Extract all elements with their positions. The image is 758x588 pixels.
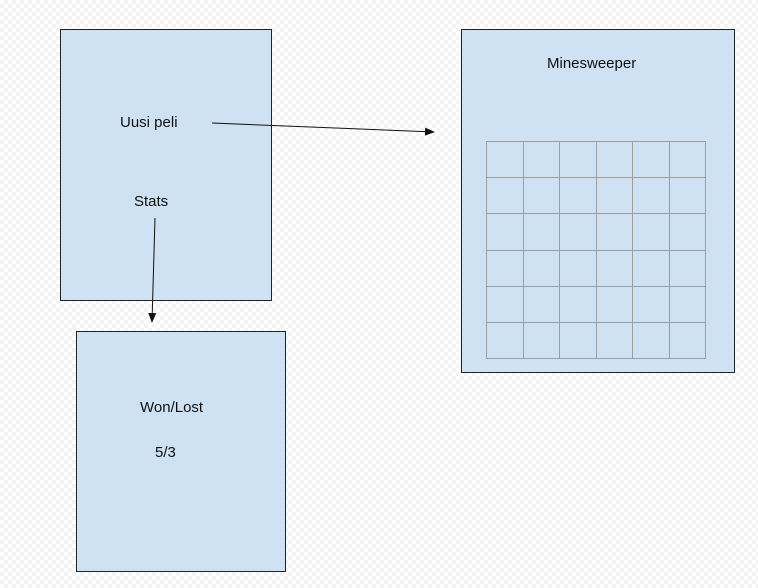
grid-cell[interactable] bbox=[596, 178, 633, 215]
won-lost-value: 5/3 bbox=[155, 444, 176, 461]
grid-cell[interactable] bbox=[487, 286, 524, 323]
stats-screen bbox=[76, 331, 286, 572]
grid-cell[interactable] bbox=[633, 214, 670, 251]
grid-cell[interactable] bbox=[560, 142, 597, 179]
new-game-label[interactable]: Uusi peli bbox=[120, 114, 178, 131]
won-lost-label: Won/Lost bbox=[140, 399, 204, 416]
grid-cell[interactable] bbox=[523, 178, 560, 215]
grid-cell[interactable] bbox=[633, 178, 670, 215]
grid-cell[interactable] bbox=[633, 286, 670, 323]
grid-cell[interactable] bbox=[487, 178, 524, 215]
grid-cell[interactable] bbox=[487, 142, 524, 179]
grid-cell[interactable] bbox=[669, 250, 706, 287]
grid-cell[interactable] bbox=[523, 250, 560, 287]
grid-cell[interactable] bbox=[487, 214, 524, 251]
grid-cell[interactable] bbox=[523, 214, 560, 251]
minesweeper-screen bbox=[461, 29, 735, 373]
main-menu-screen bbox=[60, 29, 272, 301]
grid-cell[interactable] bbox=[596, 214, 633, 251]
grid-cell[interactable] bbox=[669, 214, 706, 251]
grid-cell[interactable] bbox=[596, 250, 633, 287]
grid-cell[interactable] bbox=[596, 286, 633, 323]
grid-cell[interactable] bbox=[596, 322, 633, 359]
grid-cell[interactable] bbox=[523, 322, 560, 359]
grid-cell[interactable] bbox=[633, 250, 670, 287]
grid-cell[interactable] bbox=[669, 322, 706, 359]
grid-cell[interactable] bbox=[669, 178, 706, 215]
grid-cell[interactable] bbox=[669, 142, 706, 179]
grid-cell[interactable] bbox=[669, 286, 706, 323]
grid-cell[interactable] bbox=[633, 322, 670, 359]
grid-cell[interactable] bbox=[523, 142, 560, 179]
grid-cell[interactable] bbox=[523, 286, 560, 323]
grid-cell[interactable] bbox=[560, 214, 597, 251]
grid-cell[interactable] bbox=[560, 250, 597, 287]
grid-cell[interactable] bbox=[560, 322, 597, 359]
grid-cell[interactable] bbox=[487, 322, 524, 359]
grid-cell[interactable] bbox=[596, 142, 633, 179]
minesweeper-grid bbox=[486, 141, 706, 359]
game-title: Minesweeper bbox=[547, 55, 637, 72]
grid-cell[interactable] bbox=[633, 142, 670, 179]
arrow-stats-to-stats-screen bbox=[148, 217, 157, 323]
arrow-new-game-to-minesweeper bbox=[211, 122, 435, 136]
grid-cell[interactable] bbox=[560, 286, 597, 323]
stats-label[interactable]: Stats bbox=[134, 193, 169, 210]
grid-cell[interactable] bbox=[560, 178, 597, 215]
grid-cell[interactable] bbox=[487, 250, 524, 287]
